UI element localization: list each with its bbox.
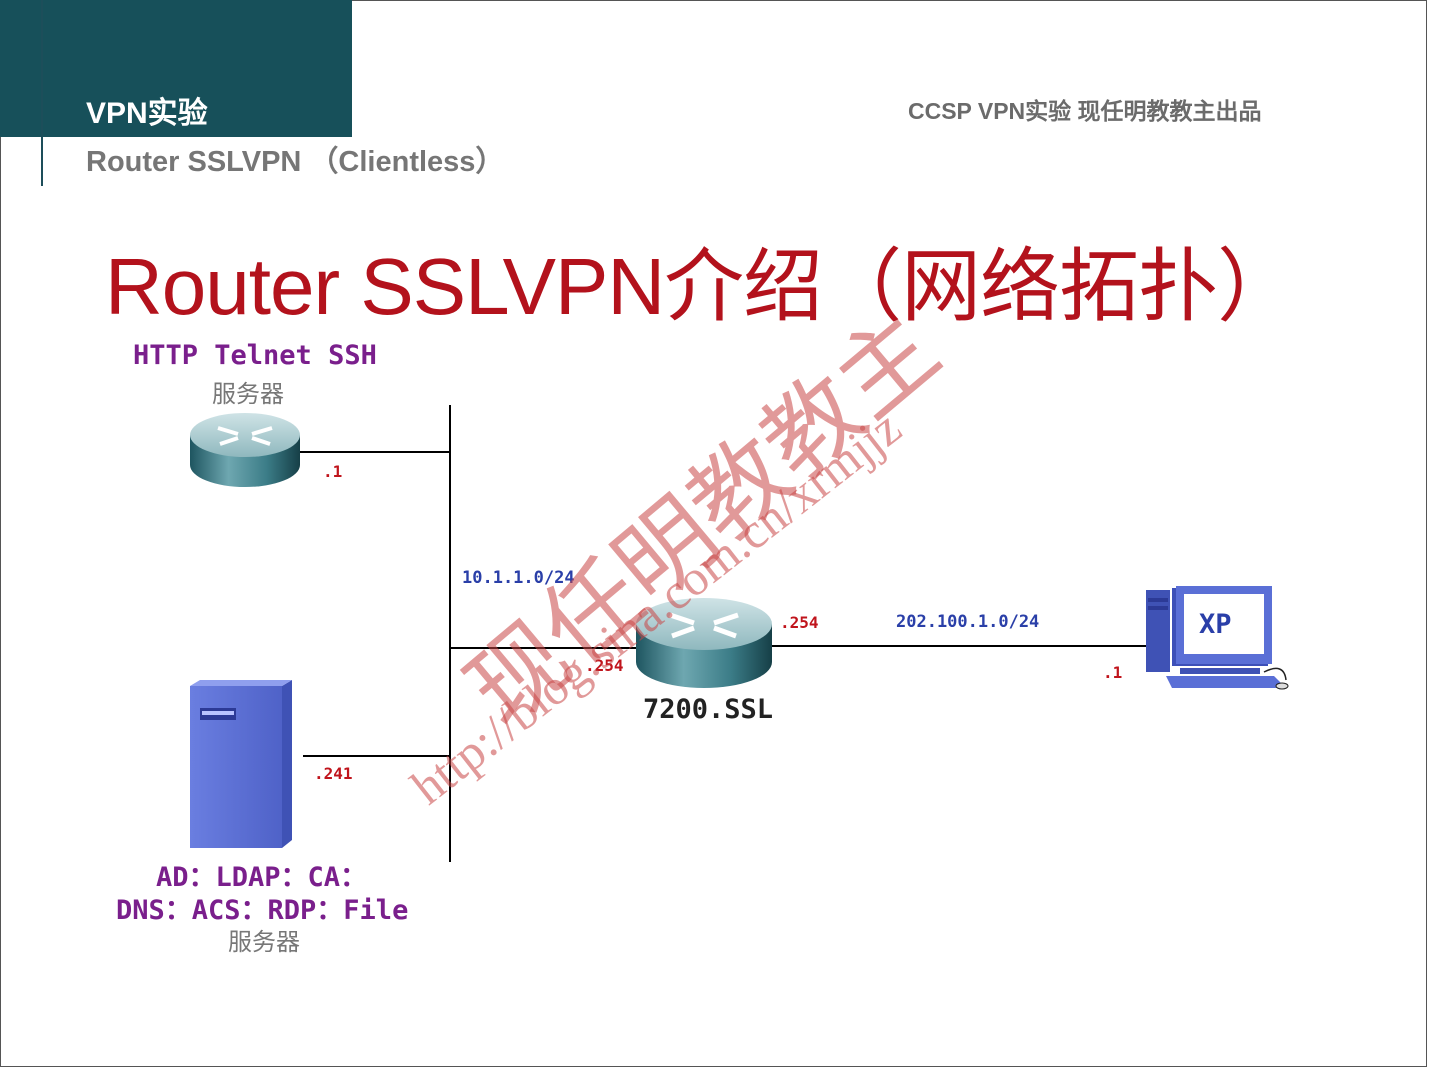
http-server-label: HTTP Telnet SSH bbox=[133, 340, 377, 371]
server-tower-icon bbox=[190, 680, 292, 848]
http-server-sublabel: 服务器 bbox=[212, 374, 284, 409]
ad-server-sublabel: 服务器 bbox=[228, 922, 300, 957]
ad-server-ip: .241 bbox=[314, 764, 353, 783]
router-outside-ip: .254 bbox=[780, 613, 819, 632]
router-icon bbox=[190, 413, 300, 487]
router-inside-ip: .254 bbox=[585, 656, 624, 675]
http-server-ip: .1 bbox=[323, 462, 342, 481]
inside-network-label: 10.1.1.0/24 bbox=[462, 568, 575, 588]
xp-client-ip: .1 bbox=[1103, 663, 1122, 682]
router-icon bbox=[636, 598, 772, 688]
outside-network-label: 202.100.1.0/24 bbox=[896, 612, 1039, 632]
xp-screen-label: XP bbox=[1199, 609, 1232, 640]
router-name: 7200.SSL bbox=[643, 694, 773, 725]
